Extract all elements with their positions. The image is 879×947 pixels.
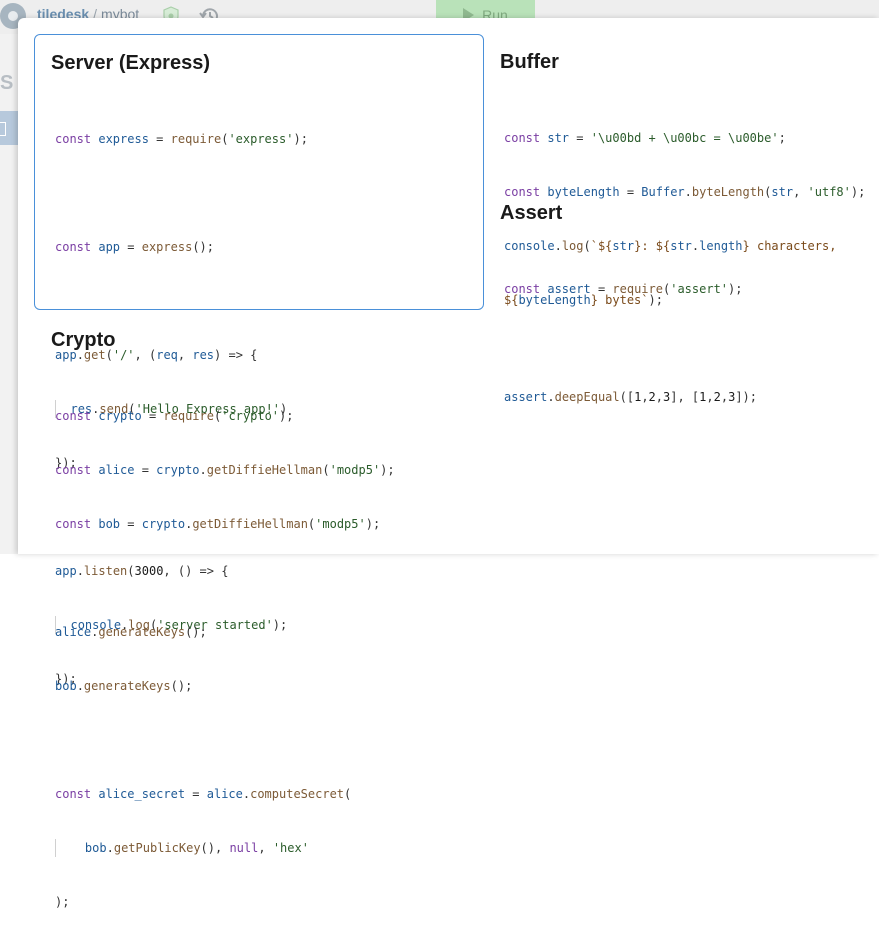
templates-panel: Server (Express) const express = require…: [18, 18, 879, 909]
template-card-crypto[interactable]: Crypto const crypto = require('crypto');…: [34, 312, 484, 909]
sidebar: [0, 34, 18, 554]
template-card-assert[interactable]: Assert const assert = require('assert');…: [484, 186, 879, 404]
code-line: [55, 731, 395, 749]
sidebar-file-item[interactable]: [0, 111, 18, 145]
code-line: const str = '\u00bd + \u00bc = \u00be';: [504, 131, 786, 145]
code-line: res.send('Hello Express app!'): [55, 400, 308, 418]
code-line: console.log(`${str}: ${str.length} chara…: [504, 239, 837, 253]
code-line: const alice = crypto.getDiffieHellman('m…: [55, 463, 395, 477]
code-line: [55, 569, 395, 587]
code-block: const assert = require('assert'); assert…: [504, 244, 757, 442]
code-line: app.get('/', (req, res) => {: [55, 348, 258, 362]
code-line: assert.deepEqual([1,2,3], [1,2,3]);: [504, 390, 758, 404]
code-line: const crypto = require('crypto');: [55, 409, 294, 423]
template-card-express[interactable]: Server (Express) const express = require…: [34, 34, 484, 686]
code-line: const bob = crypto.getDiffieHellman('mod…: [55, 517, 381, 531]
code-line: const byteLength = Buffer.byteLength(str…: [504, 185, 866, 199]
card-title: Crypto: [51, 329, 116, 351]
code-line: [55, 184, 308, 202]
sidebar-partial-text: S: [0, 72, 14, 94]
code-line: [504, 334, 757, 352]
code-line: });: [55, 456, 77, 470]
code-line: const assert = require('assert');: [504, 282, 743, 296]
code-line: alice.generateKeys();: [55, 625, 207, 639]
code-line: const alice_secret = alice.computeSecret…: [55, 787, 352, 801]
code-line: bob.generateKeys();: [55, 679, 193, 693]
code-line: const app = express();: [55, 240, 214, 254]
breadcrumb-separator: /: [93, 6, 98, 22]
card-title: Buffer: [500, 51, 559, 73]
code-block: const str = '\u00bd + \u00bc = \u00be'; …: [504, 93, 865, 345]
play-icon: [463, 8, 475, 22]
card-title: Assert: [500, 202, 563, 224]
template-card-buffer[interactable]: Buffer const str = '\u00bd + \u00bc = \u…: [484, 34, 879, 307]
code-line: const express = require('express');: [55, 132, 308, 146]
code-block: const crypto = require('crypto'); const …: [55, 371, 395, 947]
code-line: bob.getPublicKey(), null, 'hex': [55, 839, 395, 857]
code-line: );: [55, 895, 70, 909]
card-title: Server (Express): [51, 52, 210, 74]
code-line: ${byteLength} bytes`);: [504, 293, 663, 307]
code-line: [55, 292, 308, 310]
